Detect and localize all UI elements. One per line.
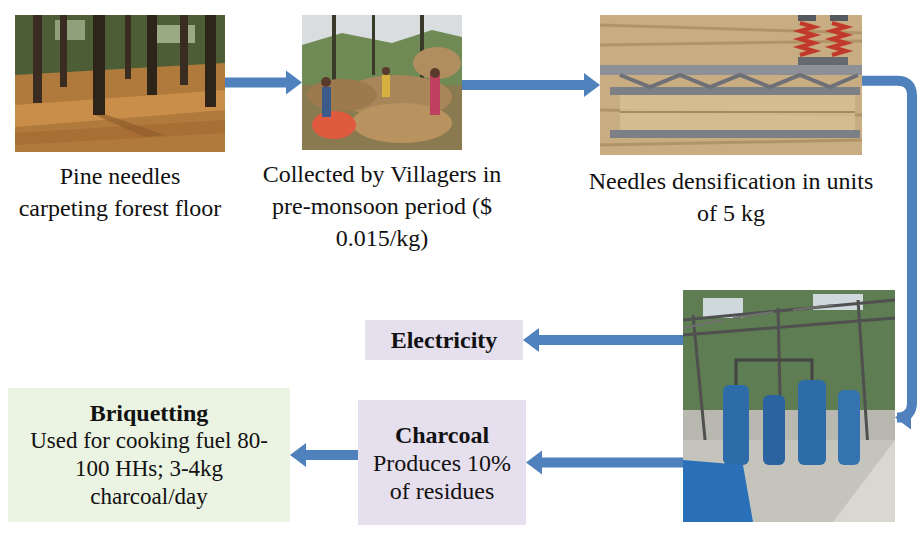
forest-photo [15,15,225,152]
photo-step: Needles densification in units of 5 kg [600,15,862,155]
arrow-head [290,443,306,467]
arrow-head [523,328,539,352]
step-caption: Collected by Villagers in pre-monsoon pe… [251,158,513,254]
flow-arrow [462,73,600,97]
arrow-head [526,451,542,475]
photo-step: Pine needles carpeting forest floor [15,15,225,152]
photo-step: Collected by Villagers in pre-monsoon pe… [302,15,462,150]
step-caption: Pine needles carpeting forest floor [15,160,225,224]
arrow-shaft [539,335,683,345]
box-heading: Briquetting [90,399,209,427]
caption-group: Collected by Villagers in pre-monsoon pe… [251,158,513,254]
arrow-shaft [306,450,358,460]
flow-arrow [290,443,358,467]
output-box: CharcoalProduces 10% of residues [358,400,526,525]
caption-group: Pine needles carpeting forest floor [15,160,225,224]
output-box: BriquettingUsed for cooking fuel 80-100 … [8,388,290,522]
arrow-shaft [462,80,584,90]
flow-arrow [526,451,683,475]
box-heading: Charcoal [395,421,489,449]
arrow-head [895,406,911,430]
flow-arrow [225,71,302,95]
step-caption: Needles densification in units of 5 kg [586,165,876,229]
flow-arrow [523,328,683,352]
photo-step [683,290,895,522]
box-body: Used for cooking fuel 80-100 HHs; 3-4kg … [18,427,280,511]
box-body: Produces 10% of residues [368,449,516,505]
output-box: Electricity [365,320,523,360]
arrow-head [584,73,600,97]
box-heading: Electricity [391,326,498,354]
gasifier-photo [683,290,895,522]
arrow-shaft [542,458,683,468]
villagers-photo [302,15,462,150]
press-photo [600,15,862,155]
arrow-head [286,71,302,95]
caption-group: Needles densification in units of 5 kg [586,165,876,229]
arrow-shaft [225,78,286,88]
